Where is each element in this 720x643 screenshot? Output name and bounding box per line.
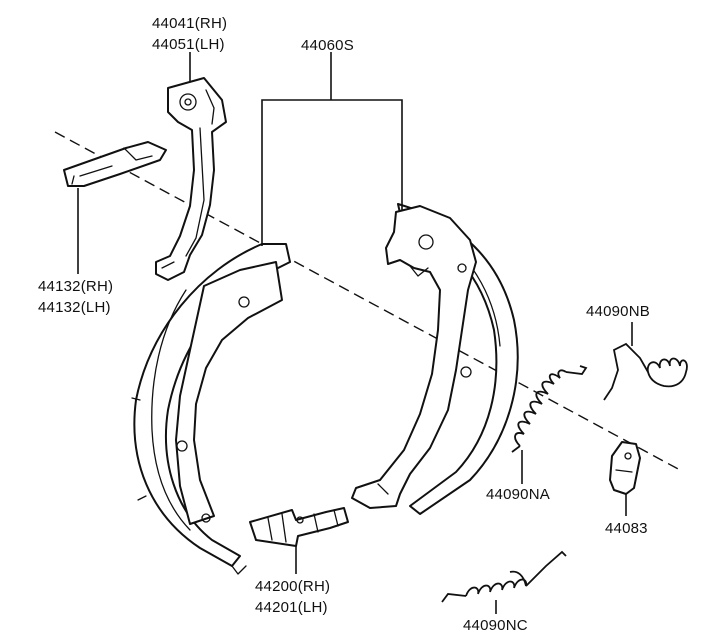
callout-44201-lh: 44201(LH) xyxy=(255,599,328,616)
callout-44083: 44083 xyxy=(605,520,648,537)
callout-44051-lh: 44051(LH) xyxy=(152,36,225,53)
parking-brake-strut xyxy=(63,141,167,187)
callout-44090na: 44090NA xyxy=(486,486,550,503)
guide-clip xyxy=(609,441,641,495)
return-spring-nb xyxy=(603,342,688,401)
return-spring-na xyxy=(511,365,588,453)
shoe-set-bracket xyxy=(261,99,403,246)
brake-shoe-left xyxy=(131,243,291,575)
return-spring-nc xyxy=(441,550,567,603)
callout-44041-rh: 44041(RH) xyxy=(152,15,228,32)
callout-44200-rh: 44200(RH) xyxy=(255,578,331,595)
callout-44090nc: 44090NC xyxy=(463,617,528,634)
brake-shoe-right xyxy=(351,203,519,515)
callout-44090nb: 44090NB xyxy=(586,303,650,320)
parking-brake-lever xyxy=(155,77,227,281)
callout-44132-rh: 44132(RH) xyxy=(38,278,114,295)
callout-44060s: 44060S xyxy=(301,37,354,54)
callout-44132-lh: 44132(LH) xyxy=(38,299,111,316)
adjuster-assembly xyxy=(249,507,349,547)
